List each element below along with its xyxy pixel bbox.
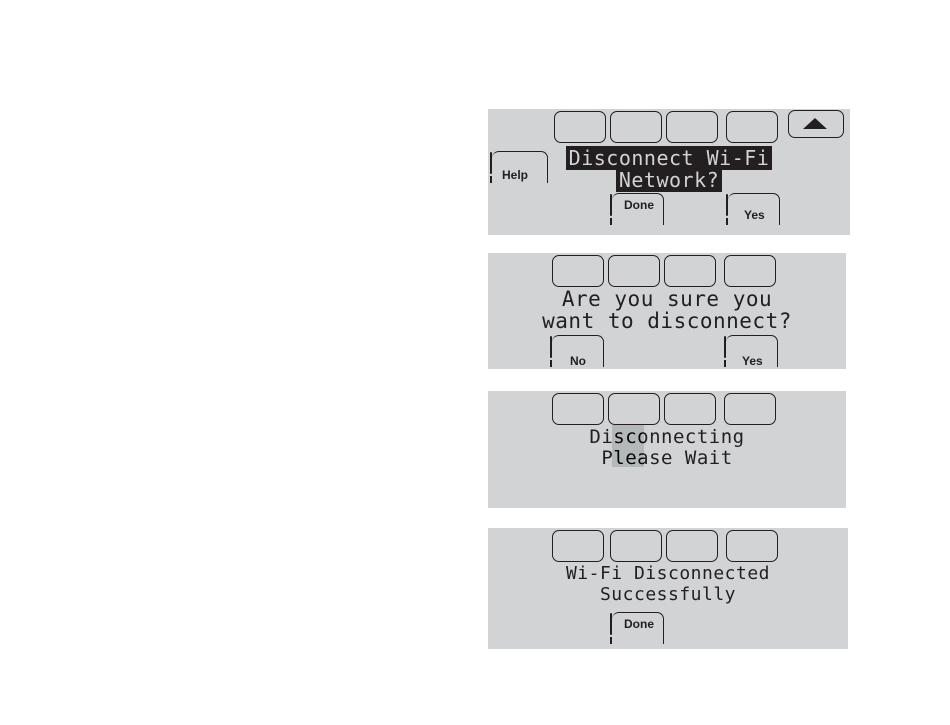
message-line-2: want to disconnect? [542, 309, 792, 333]
softkey-3[interactable] [664, 255, 716, 287]
up-arrow-icon [803, 118, 827, 129]
softkey-2[interactable] [610, 111, 662, 143]
progress-block [612, 425, 644, 467]
screen-message: Disconnecting Please Wait [488, 427, 846, 469]
softkey-2[interactable] [608, 255, 660, 287]
softkey-4[interactable] [724, 393, 776, 425]
yes-button[interactable]: Yes [728, 193, 780, 225]
screen-disconnected-success: Wi-Fi Disconnected Successfully Done [488, 528, 848, 649]
softkey-2[interactable] [610, 530, 662, 562]
done-button[interactable]: Done [612, 193, 664, 225]
softkey-1[interactable] [552, 530, 604, 562]
message-line-1: Disconnect Wi-Fi [566, 146, 773, 170]
screen-disconnect-prompt: Help Disconnect Wi-Fi Network? Done Yes [488, 109, 850, 235]
no-button-label: No [570, 354, 586, 368]
yes-button[interactable]: Yes [726, 335, 778, 367]
softkey-4[interactable] [726, 530, 778, 562]
done-button-label: Done [624, 617, 654, 631]
screen-message: Are you sure you want to disconnect? [488, 288, 846, 332]
softkey-3[interactable] [666, 111, 718, 143]
softkey-1[interactable] [554, 111, 606, 143]
softkey-3[interactable] [666, 530, 718, 562]
softkey-1[interactable] [552, 393, 604, 425]
softkey-4[interactable] [724, 255, 776, 287]
yes-button-label: Yes [742, 354, 763, 368]
message-line-2: Successfully [600, 584, 736, 605]
softkey-4[interactable] [726, 111, 778, 143]
screen-disconnecting: Disconnecting Please Wait [488, 391, 846, 508]
softkey-1[interactable] [552, 255, 604, 287]
screen-confirm-disconnect: Are you sure you want to disconnect? No … [488, 253, 846, 369]
done-button-label: Done [624, 198, 654, 212]
softkey-2[interactable] [608, 393, 660, 425]
done-button[interactable]: Done [612, 612, 664, 644]
yes-button-label: Yes [744, 208, 765, 222]
screen-message: Wi-Fi Disconnected Successfully [488, 563, 848, 605]
softkey-3[interactable] [664, 393, 716, 425]
message-line-1: Wi-Fi Disconnected [566, 563, 770, 584]
screen-message: Disconnect Wi-Fi Network? [488, 147, 850, 191]
up-button[interactable] [788, 110, 844, 138]
message-line-1: Are you sure you [562, 287, 772, 311]
message-line-2: Network? [616, 168, 722, 192]
no-button[interactable]: No [552, 335, 604, 367]
